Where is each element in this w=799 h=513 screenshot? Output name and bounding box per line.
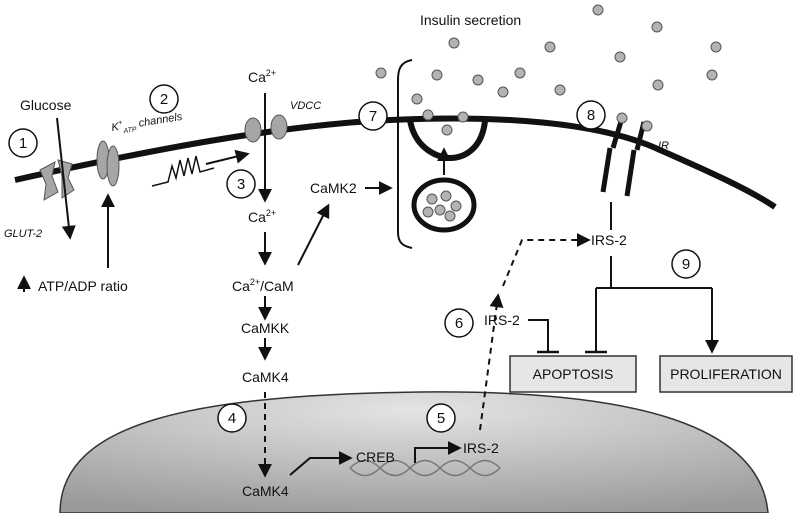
camk4-to-creb-arrow: [289, 451, 353, 476]
step-8-number: 8: [587, 107, 595, 124]
step-3-number: 3: [237, 176, 245, 193]
irs2-cytoplasm-label: IRS-2: [484, 312, 520, 328]
vdcc-label: VDCC: [290, 100, 321, 112]
step-5-number: 5: [437, 410, 445, 427]
step-9-number: 9: [682, 256, 690, 273]
glut2-label: GLUT-2: [4, 228, 42, 240]
katp-channel: [96, 140, 120, 187]
katp-channels-label: K+ATPchannels: [110, 110, 184, 137]
camk4-cytoplasm-label: CaMK4: [242, 369, 289, 385]
pathway-arrows: [56, 93, 719, 478]
irs2-export-arrow: [479, 293, 504, 431]
step-3-circle: [226, 169, 256, 199]
cam-to-camk2-arrow: [297, 203, 330, 266]
vdcc-channel: [244, 114, 288, 143]
step-9-circle: [671, 249, 701, 279]
apoptosis-box: [509, 355, 637, 393]
step-6-number: 6: [455, 315, 463, 332]
apoptosis-label: APOPTOSIS: [533, 366, 614, 382]
calcium-intracellular-label: Ca2+: [248, 208, 276, 225]
step-7-number: 7: [369, 108, 377, 125]
creb-to-irs2-arrow: [414, 441, 462, 463]
atp-adp-ratio-label: ATP/ADP ratio: [38, 278, 128, 294]
dna-helix: [349, 459, 501, 477]
ca-cam-label: Ca2+/CaM: [232, 277, 294, 294]
insulin-receptor: [600, 117, 647, 197]
step-6-circle: [444, 308, 474, 338]
proliferation-box: [659, 355, 793, 393]
camk4-nucleus-label: CaMK4: [242, 483, 289, 499]
insulin-vesicle: [411, 177, 477, 233]
calcium-extracellular-label: Ca2+: [248, 68, 276, 85]
irs2-membrane-label: IRS-2: [591, 232, 627, 248]
step-8-circle: [576, 100, 606, 130]
camk2-label: CaMK2: [310, 180, 357, 196]
glucose-entry-arrow: [56, 117, 76, 240]
cell-membrane: [14, 115, 777, 210]
step-1-number: 1: [19, 135, 27, 152]
action-potential-trace: [151, 155, 215, 187]
depolarization-arrow: [205, 149, 250, 165]
irs2-to-membrane-arrow: [502, 233, 591, 287]
irs2-nucleus-label: IRS-2: [463, 440, 499, 456]
step-7-circle: [358, 101, 388, 131]
irs2-inhibits-apoptosis-line: [528, 319, 549, 352]
glut2-transporter: [39, 159, 75, 201]
insulin-granules: [375, 4, 722, 136]
camkk-label: CaMKK: [241, 320, 290, 336]
ir-label: IR: [658, 140, 669, 152]
step-4-circle: [217, 403, 247, 433]
step-2-number: 2: [160, 91, 168, 108]
glucose-label: Glucose: [20, 97, 72, 113]
step-2-circle: [149, 84, 179, 114]
secretion-bracket: [397, 59, 413, 249]
step-5-circle: [426, 403, 456, 433]
step-4-number: 4: [228, 410, 236, 427]
insulin-secretion-label: Insulin secretion: [420, 12, 521, 28]
creb-label: CREB: [356, 449, 395, 465]
proliferation-label: PROLIFERATION: [670, 366, 782, 382]
step-1-circle: [8, 128, 38, 158]
